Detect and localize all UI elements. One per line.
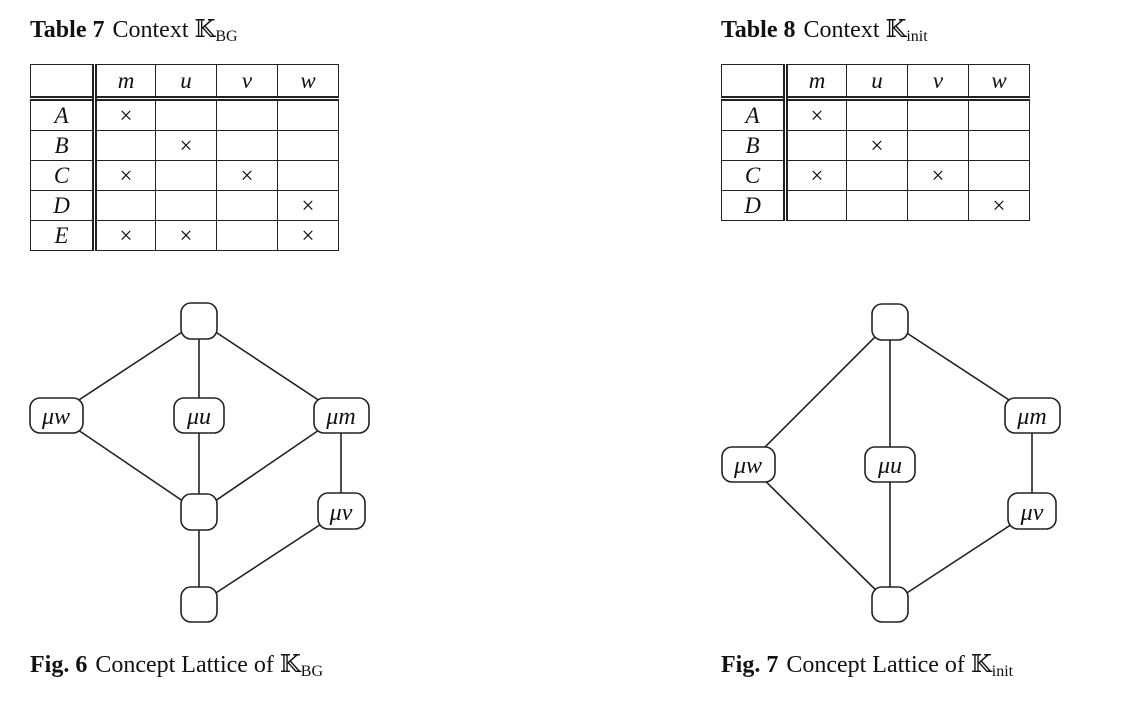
fig6-label-mu-v: μv: [329, 500, 353, 526]
fig6-label-mu-m: μm: [325, 404, 355, 430]
fig6-nodes: [29, 302, 370, 623]
table8-cell: [785, 130, 847, 161]
fig7-node-mu-w: [721, 446, 776, 483]
table7-object: E: [30, 220, 97, 251]
fig7-subscript: init: [991, 663, 1014, 680]
table-row: C × ×: [30, 160, 339, 191]
fig7-node-mu-m: [1004, 397, 1061, 434]
table7-cell: ×: [277, 220, 339, 251]
table8-cell: ×: [968, 190, 1030, 221]
fig6-label: Fig. 6: [30, 652, 88, 678]
table8-cell: [968, 160, 1030, 191]
table7-cell: [216, 130, 278, 161]
table7-cell: ×: [94, 220, 156, 251]
fig6-edge: [55, 320, 200, 416]
fig6-node-mu-m: [313, 397, 370, 434]
table8-cell: ×: [785, 97, 847, 131]
table-row: D ×: [721, 190, 1030, 221]
table8-cell: [907, 130, 969, 161]
table8-cell: [785, 190, 847, 221]
table8-cell: [907, 190, 969, 221]
table7-object: C: [30, 160, 97, 191]
fig6-lattice: [55, 320, 342, 605]
fig7-node-top: [871, 303, 909, 341]
fig7-node-mu-v: [1007, 492, 1057, 530]
fig6-node-mu-v: [317, 492, 366, 530]
table7-subscript: BG: [215, 28, 238, 45]
fig6-edge: [198, 320, 342, 416]
fig6-caption: Fig. 6 Concept Lattice of 𝕂BG: [30, 650, 323, 681]
table-row: B ×: [721, 130, 1030, 161]
table8-cell: [968, 130, 1030, 161]
fig6-subscript: BG: [300, 663, 324, 680]
table8-object: C: [721, 160, 788, 191]
fig7-nodes: [721, 303, 1061, 623]
fig6-node-top: [180, 302, 218, 340]
table7-label: Table 7: [30, 17, 105, 43]
fig7-node-bottom: [871, 586, 909, 623]
table7: m u v w A × B × C × × D: [30, 64, 339, 251]
table8-title: Context 𝕂: [803, 17, 907, 43]
table8-object: D: [721, 190, 788, 221]
table8-attr-m: m: [785, 64, 847, 99]
table-row: C × ×: [721, 160, 1030, 191]
table7-object: A: [30, 97, 97, 131]
table7-attr-w: w: [277, 64, 339, 99]
table7-caption: Table 7 Context 𝕂BG: [30, 15, 238, 46]
fig7-edge: [747, 321, 891, 465]
fig6-label-mu-w: μw: [41, 404, 70, 430]
fig6-node-bottom: [180, 586, 218, 623]
fig7-label-mu-w: μw: [733, 453, 762, 479]
table7-cell: [277, 130, 339, 161]
table7-cell: [277, 97, 339, 131]
fig6-title: Concept Lattice of 𝕂: [95, 652, 301, 678]
table8-attr-u: u: [846, 64, 908, 99]
table-row: A ×: [721, 97, 1030, 131]
table8-subscript: init: [906, 28, 928, 45]
fig7-edge: [747, 463, 891, 605]
fig7-edge: [889, 510, 1033, 605]
table8-cell: [846, 190, 908, 221]
fig7-label-mu-m: μm: [1016, 404, 1046, 430]
fig6-node-mu-u: [173, 397, 225, 434]
table8-cell: [968, 97, 1030, 131]
table8: m u v w A × B × C × × D: [721, 64, 1030, 221]
fig7-node-mu-u: [864, 446, 916, 483]
fig7-caption: Fig. 7 Concept Lattice of 𝕂init: [721, 650, 1013, 681]
fig7-label-mu-v: μv: [1020, 500, 1044, 526]
table8-corner: [721, 64, 788, 99]
table-row: A ×: [30, 97, 339, 131]
fig6-node-mu-w: [29, 397, 84, 434]
table7-title: Context 𝕂: [112, 17, 216, 43]
fig6-node-middle: [180, 493, 218, 531]
table-row: E × × ×: [30, 220, 339, 251]
table8-cell: ×: [846, 130, 908, 161]
fig6-label-mu-u: μu: [186, 404, 211, 430]
table7-cell: ×: [155, 130, 217, 161]
fig7-title: Concept Lattice of 𝕂: [786, 652, 992, 678]
table-row: D ×: [30, 190, 339, 221]
table7-cell: ×: [94, 97, 156, 131]
table8-object: A: [721, 97, 788, 131]
fig7-label: Fig. 7: [721, 652, 779, 678]
fig6-edge: [198, 510, 342, 605]
table7-cell: [277, 160, 339, 191]
table7-cell: ×: [277, 190, 339, 221]
table-row: B ×: [30, 130, 339, 161]
table7-attr-u: u: [155, 64, 217, 99]
table7-object: D: [30, 190, 97, 221]
table7-corner: [30, 64, 97, 99]
table8-cell: [846, 97, 908, 131]
fig7-label-mu-u: μu: [877, 453, 902, 479]
table8-caption: Table 8 Context 𝕂init: [721, 15, 928, 46]
table7-attr-v: v: [216, 64, 278, 99]
table7-attr-m: m: [94, 64, 156, 99]
table8-label: Table 8: [721, 17, 796, 43]
